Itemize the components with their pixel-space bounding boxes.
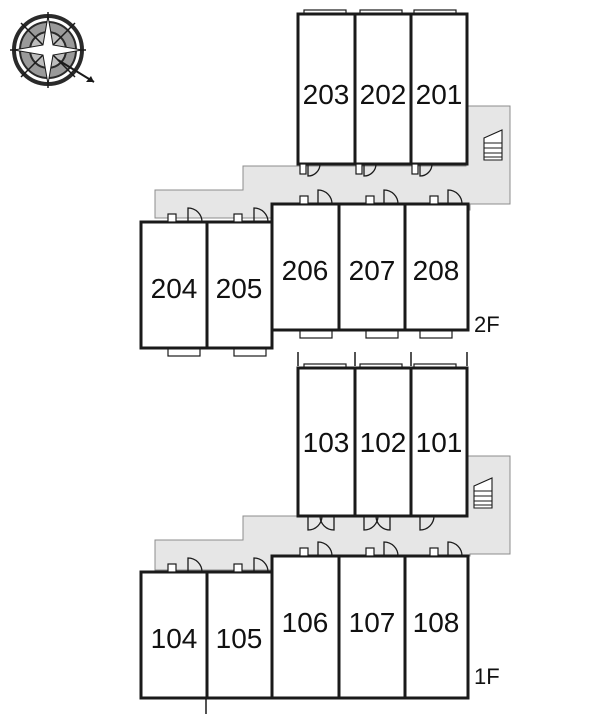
room-108 [403, 554, 470, 700]
meter [429, 547, 439, 557]
door [319, 515, 335, 531]
room-number: 106 [282, 607, 329, 638]
room-number: 107 [349, 607, 396, 638]
door [317, 189, 333, 205]
floor-2f-plan: 203 202 201 204 205 206 207 208 2F [139, 9, 511, 357]
room-number: 108 [413, 607, 460, 638]
door [363, 163, 377, 177]
room-207 [337, 202, 407, 332]
meter [365, 195, 375, 205]
room-102 [353, 366, 413, 518]
door [419, 515, 435, 531]
door [317, 541, 333, 557]
room-number: 205 [216, 273, 263, 304]
meter [299, 547, 309, 557]
room-208 [403, 202, 470, 332]
room-202 [353, 12, 413, 166]
meter [233, 213, 243, 223]
floor-label-1f: 1F [474, 664, 500, 689]
door [419, 163, 433, 177]
room-101 [409, 366, 469, 518]
meter [429, 195, 439, 205]
meter [355, 163, 363, 175]
room-number: 103 [303, 427, 350, 458]
room-206 [270, 202, 341, 332]
door [383, 541, 399, 557]
room-204 [139, 220, 209, 350]
room-number: 204 [151, 273, 198, 304]
door [307, 163, 321, 177]
meter [299, 163, 307, 175]
room-number: 206 [282, 255, 329, 286]
compass-rose-icon [10, 12, 95, 88]
room-number: 104 [151, 623, 198, 654]
door [447, 541, 463, 557]
door [187, 557, 203, 573]
door [253, 207, 269, 223]
room-103 [296, 366, 357, 518]
meter [167, 213, 177, 223]
staircase [473, 477, 493, 509]
door [307, 515, 323, 531]
door [375, 515, 391, 531]
door [383, 189, 399, 205]
staircase [483, 129, 503, 161]
room-number: 201 [416, 79, 463, 110]
room-number: 101 [416, 427, 463, 458]
room-number: 207 [349, 255, 396, 286]
room-number: 208 [413, 255, 460, 286]
room-number: 203 [303, 79, 350, 110]
meter [411, 163, 419, 175]
room-203 [296, 12, 357, 166]
door [447, 189, 463, 205]
meter [233, 563, 243, 573]
room-106 [270, 554, 341, 700]
meter [167, 563, 177, 573]
floor-1f-plan: 103 102 101 104 105 106 107 108 1F [139, 352, 511, 714]
room-201 [409, 12, 469, 166]
meter [365, 547, 375, 557]
floor-label-2f: 2F [474, 312, 500, 337]
door [253, 557, 269, 573]
door [187, 207, 203, 223]
room-number: 102 [360, 427, 407, 458]
door [363, 515, 379, 531]
room-number: 202 [360, 79, 407, 110]
room-number: 105 [216, 623, 263, 654]
meter [299, 195, 309, 205]
